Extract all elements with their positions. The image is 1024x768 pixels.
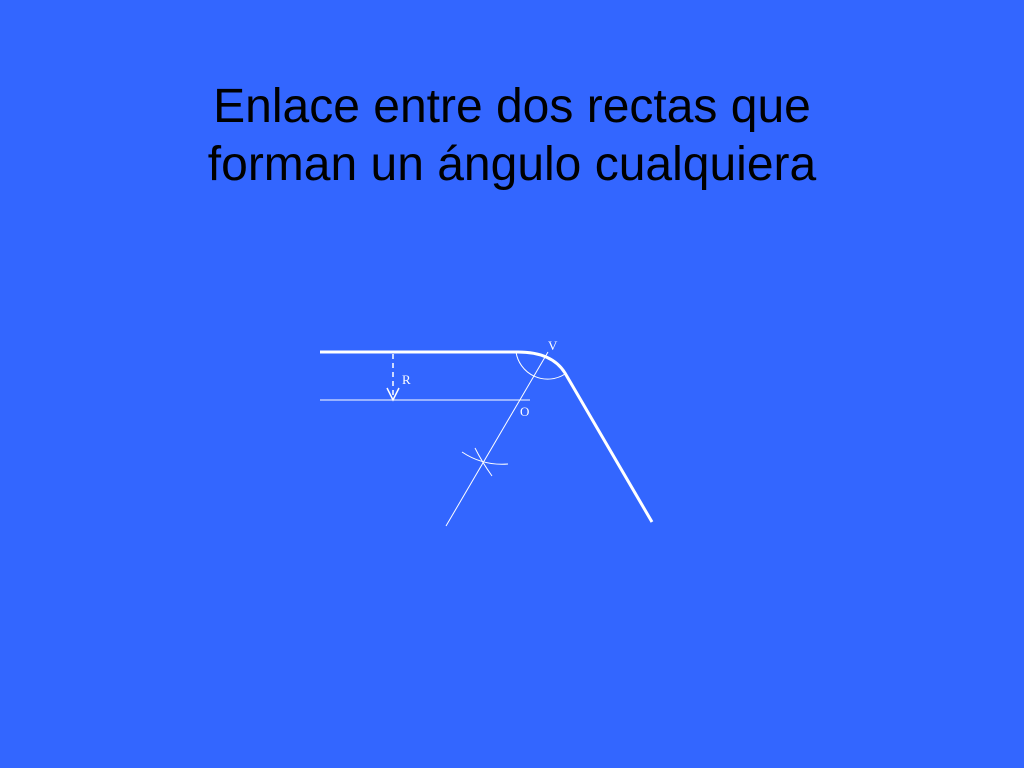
construction-arc-2 <box>474 447 493 477</box>
bisector-line <box>445 351 549 527</box>
title-line-2: forman un ángulo cualquiera <box>207 138 817 191</box>
label-v: V <box>548 338 558 353</box>
title-line-1: Enlace entre dos rectas que <box>213 80 811 133</box>
angle-arc <box>515 351 566 380</box>
construction-arc-1 <box>461 451 509 465</box>
connected-lines <box>320 350 654 523</box>
radius-arrow-icon <box>386 387 400 402</box>
label-o: O <box>520 404 529 419</box>
slide-title: Enlace entre dos rectas que forman un án… <box>0 78 1024 194</box>
label-r: R <box>402 372 411 387</box>
